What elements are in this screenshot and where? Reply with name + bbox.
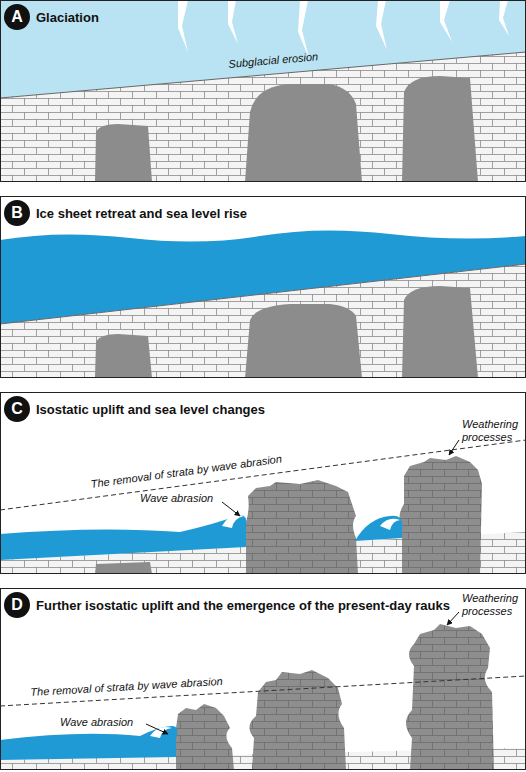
drawing-part bbox=[245, 304, 362, 378]
drawing-part bbox=[0, 0, 526, 182]
limestone-strata bbox=[0, 264, 526, 378]
panel-border bbox=[1, 197, 526, 378]
ice-crevasses bbox=[178, 0, 509, 58]
drawing-part bbox=[245, 84, 362, 182]
leader-arrow bbox=[447, 612, 459, 625]
rauk-bodies bbox=[95, 76, 478, 182]
leader-arrow bbox=[222, 502, 240, 516]
drawing-part bbox=[0, 440, 526, 574]
rauk bbox=[406, 624, 494, 770]
drawing-part bbox=[402, 76, 478, 182]
panel-heading: A Glaciation bbox=[4, 4, 99, 30]
rauk-bodies bbox=[95, 286, 478, 378]
rauk bbox=[172, 704, 234, 770]
annotation-label: Wave abrasion bbox=[140, 492, 213, 505]
annotation-label: Wave abrasion bbox=[60, 716, 133, 729]
panel-title: Isostatic uplift and sea level changes bbox=[36, 402, 265, 417]
panel-heading: C Isostatic uplift and sea level changes bbox=[4, 396, 265, 422]
panel-b bbox=[0, 197, 526, 379]
drawing-part bbox=[95, 124, 152, 182]
former-surface-line bbox=[0, 440, 526, 510]
bedrock-surface bbox=[0, 264, 526, 324]
panel-letter: A bbox=[4, 4, 30, 30]
sea-water bbox=[0, 515, 246, 560]
panel-border bbox=[1, 1, 526, 182]
panel-c bbox=[0, 393, 526, 575]
panel-letter: B bbox=[4, 200, 30, 226]
drawing-part bbox=[178, 0, 188, 52]
annotation-label: Weathering processes bbox=[462, 592, 524, 618]
rauk bbox=[246, 480, 358, 574]
wave-crest bbox=[380, 519, 400, 530]
drawing-part bbox=[95, 334, 152, 378]
drawing-part bbox=[298, 0, 309, 58]
leader-arrow bbox=[146, 724, 168, 734]
annotation-label: The removal of strata by wave abrasion bbox=[30, 675, 223, 699]
sea-water bbox=[0, 726, 177, 760]
panel-border bbox=[1, 393, 526, 574]
panel-heading: D Further isostatic uplift and the emerge… bbox=[4, 592, 450, 618]
drawing-part bbox=[440, 0, 452, 42]
drawing-part bbox=[376, 0, 387, 50]
drawing-part bbox=[0, 612, 526, 770]
drawing-part bbox=[402, 286, 478, 378]
drawing-part bbox=[228, 0, 238, 44]
drawing-part bbox=[499, 0, 509, 36]
panel-title: Glaciation bbox=[36, 10, 99, 25]
leader-arrow bbox=[449, 440, 459, 455]
rauk bbox=[249, 670, 346, 770]
panel-border bbox=[1, 589, 526, 770]
limestone-strata bbox=[0, 52, 526, 182]
drawing-part bbox=[0, 230, 526, 378]
annotation-label: Weathering processes bbox=[462, 418, 524, 444]
panel-d bbox=[0, 589, 526, 771]
rauk bbox=[399, 456, 482, 574]
panel-letter: D bbox=[4, 592, 30, 618]
wave-crest bbox=[150, 727, 172, 738]
sea-water bbox=[355, 516, 402, 541]
wave-crest bbox=[222, 515, 244, 528]
panel-title: Ice sheet retreat and sea level rise bbox=[36, 206, 247, 221]
panel-heading: B Ice sheet retreat and sea level rise bbox=[4, 200, 247, 226]
buried-rauk bbox=[95, 562, 152, 574]
panel-title: Further isostatic uplift and the emergen… bbox=[36, 598, 450, 613]
panel-a bbox=[0, 0, 526, 182]
panel-letter: C bbox=[4, 396, 30, 422]
